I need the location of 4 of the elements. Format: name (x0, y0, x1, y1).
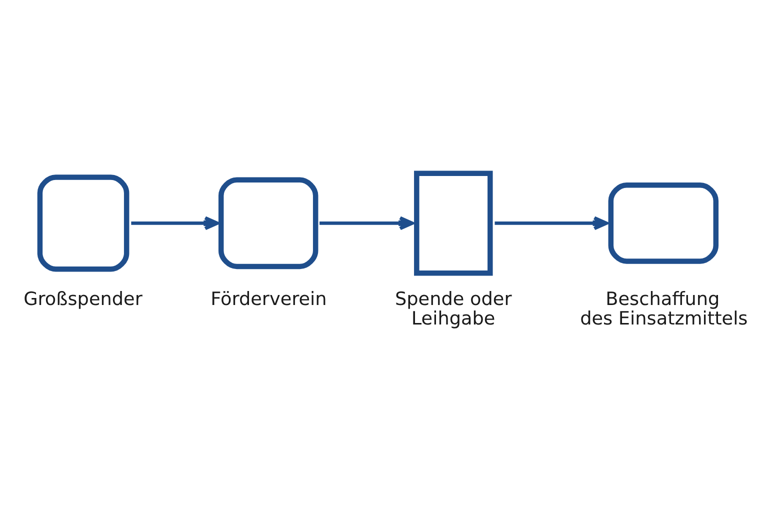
node-label: Förderverein (210, 288, 326, 310)
node-label: Spende oder Leihgabe (394, 288, 512, 330)
node-label: Beschaffung des Einsatzmittels (580, 288, 748, 330)
node-label: Großspender (23, 288, 142, 310)
